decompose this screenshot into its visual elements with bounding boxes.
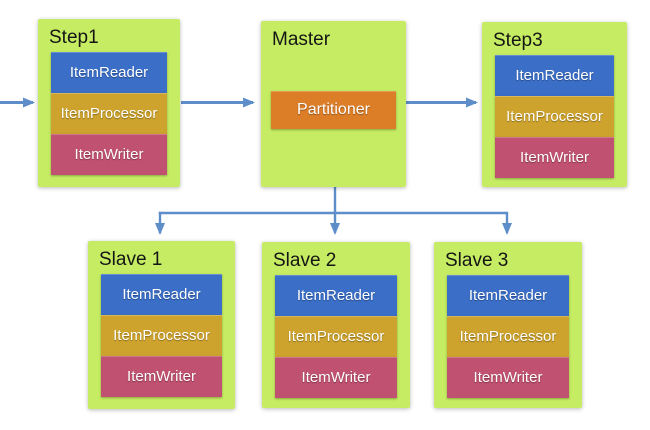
slave2-itemprocessor: ItemProcessor (275, 316, 397, 357)
slave1-itemwriter: ItemWriter (101, 356, 222, 397)
master-partitioner: Partitioner (271, 91, 396, 129)
slave1-itemreader: ItemReader (101, 274, 222, 315)
node-slave3-components: ItemReader ItemProcessor ItemWriter (447, 275, 569, 398)
node-slave2-components: ItemReader ItemProcessor ItemWriter (275, 275, 397, 398)
node-slave1: Slave 1 ItemReader ItemProcessor ItemWri… (88, 241, 235, 409)
slave3-itemwriter: ItemWriter (447, 357, 569, 398)
node-step3: Step3 ItemReader ItemProcessor ItemWrite… (482, 22, 627, 187)
node-step1-title: Step1 (49, 27, 99, 48)
step1-itemprocessor: ItemProcessor (51, 93, 167, 134)
node-step3-title: Step3 (493, 30, 543, 51)
node-slave3: Slave 3 ItemReader ItemProcessor ItemWri… (434, 242, 582, 408)
node-master-title: Master (272, 29, 331, 50)
step3-itemreader: ItemReader (495, 55, 614, 96)
slave3-itemreader: ItemReader (447, 275, 569, 316)
node-step1: Step1 ItemReader ItemProcessor ItemWrite… (38, 19, 180, 187)
step3-itemprocessor: ItemProcessor (495, 96, 614, 137)
node-master: Master Partitioner (261, 21, 406, 187)
node-slave1-components: ItemReader ItemProcessor ItemWriter (101, 274, 222, 397)
step1-itemwriter: ItemWriter (51, 134, 167, 175)
node-slave2: Slave 2 ItemReader ItemProcessor ItemWri… (262, 242, 410, 408)
slave2-itemreader: ItemReader (275, 275, 397, 316)
node-step1-components: ItemReader ItemProcessor ItemWriter (51, 52, 167, 175)
step3-itemwriter: ItemWriter (495, 137, 614, 178)
step1-itemreader: ItemReader (51, 52, 167, 93)
node-slave1-title: Slave 1 (99, 249, 163, 270)
slave2-itemwriter: ItemWriter (275, 357, 397, 398)
node-step3-components: ItemReader ItemProcessor ItemWriter (495, 55, 614, 178)
slave3-itemprocessor: ItemProcessor (447, 316, 569, 357)
node-slave3-title: Slave 3 (445, 250, 509, 271)
node-slave2-title: Slave 2 (273, 250, 337, 271)
slave1-itemprocessor: ItemProcessor (101, 315, 222, 356)
